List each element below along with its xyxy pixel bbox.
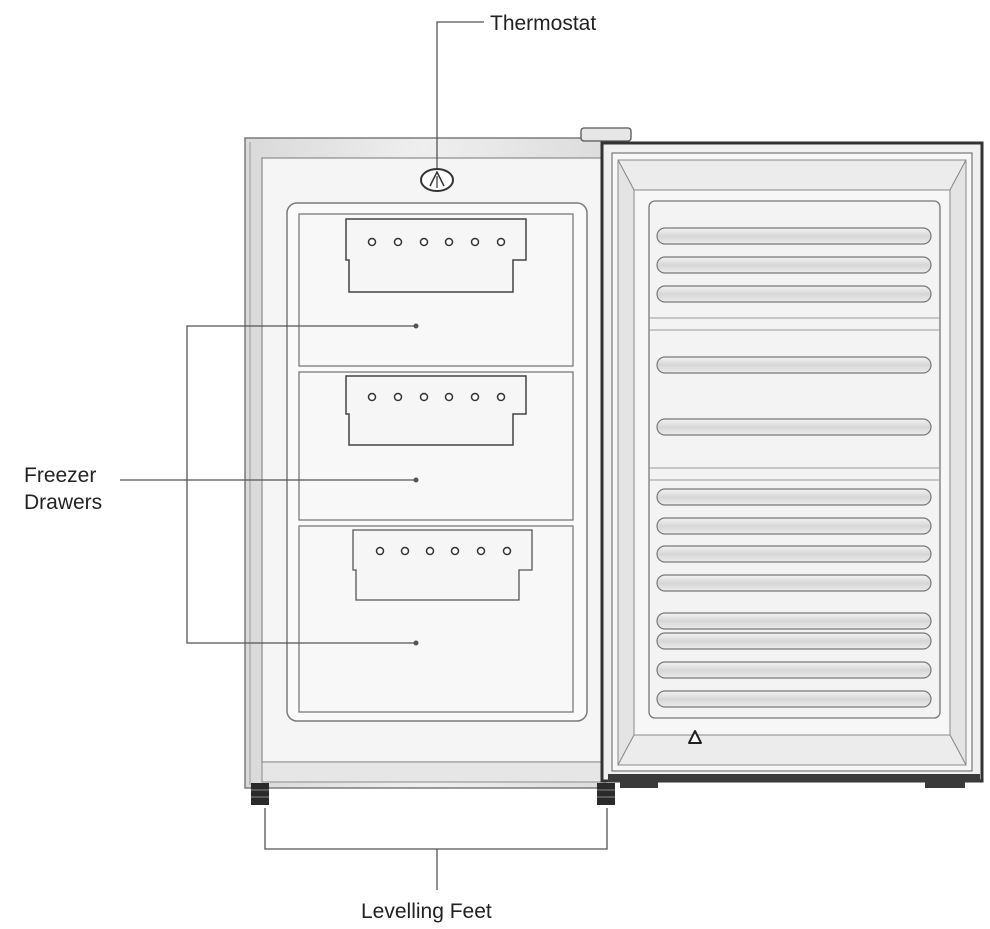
freezer-drawer-1[interactable] bbox=[298, 213, 574, 367]
callout-thermostat bbox=[436, 21, 484, 168]
door-shelf-ridges bbox=[656, 227, 932, 708]
open-door[interactable] bbox=[580, 127, 984, 788]
callout-levelling-feet bbox=[264, 808, 608, 890]
freezer-label-line2: Drawers bbox=[24, 491, 103, 514]
callout-freezer-drawers bbox=[120, 325, 416, 644]
freezer-drawers-label: Freezer Drawers bbox=[24, 462, 102, 516]
freezer-drawer-3[interactable] bbox=[298, 525, 574, 713]
thermostat-label: Thermostat bbox=[490, 12, 597, 35]
levelling-feet-label: Levelling Feet bbox=[361, 900, 492, 923]
freezer-drawer-2[interactable] bbox=[298, 371, 574, 521]
thermostat-knob[interactable] bbox=[420, 168, 454, 192]
levelling-foot-left bbox=[251, 783, 269, 805]
freezer-label-line1: Freezer bbox=[24, 464, 97, 487]
levelling-foot-right bbox=[597, 783, 615, 805]
